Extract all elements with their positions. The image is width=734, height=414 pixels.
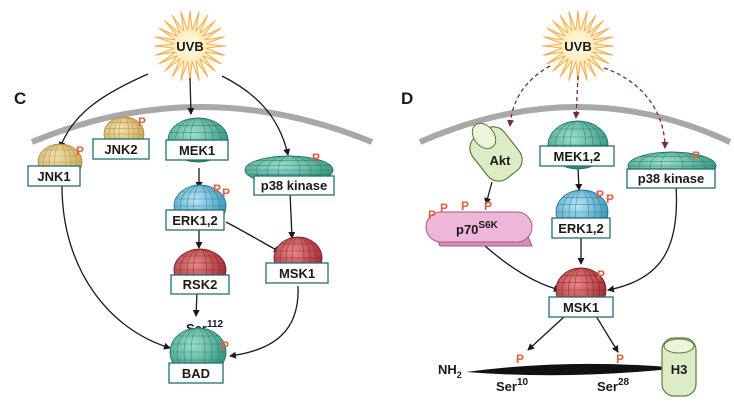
phospho-badge: P [222, 186, 230, 200]
phospho-badge: P [484, 199, 492, 213]
h3-label: H3 [671, 362, 688, 377]
uvb-label-right: UVB [564, 39, 591, 54]
p38-kinase-box [253, 175, 335, 196]
histone-tail [466, 363, 680, 376]
phospho-badge: P [213, 182, 221, 196]
phospho-badge: P [692, 149, 700, 163]
ser28-label: Ser28 [597, 377, 630, 394]
panel-label-d: D [401, 89, 413, 108]
phospho-badge: P [606, 192, 614, 206]
arrow-uvb-mek12 [572, 75, 580, 119]
phospho-badge: P [428, 208, 436, 222]
cell-membrane-left [30, 104, 374, 145]
mek12-label: MEK1,2 [554, 149, 601, 164]
erk12-box [165, 209, 225, 231]
arrow-uvb-mek1 [187, 77, 195, 115]
p70s6k-label: p70S6K [456, 220, 499, 237]
erk12-label: ERK1,2 [172, 213, 218, 228]
erk12-box-right [551, 217, 611, 239]
msk1-label-right: MSK1 [563, 300, 599, 315]
jnk2-box [92, 138, 150, 160]
mek1-label: MEK1 [179, 143, 215, 158]
phospho-badge: P [461, 199, 469, 213]
jnk2-label: JNK2 [104, 142, 137, 157]
nh2-label: NH2 [438, 362, 462, 380]
arrow-erk-msk1 [225, 221, 281, 253]
arrow-uvb-p38 [221, 75, 291, 156]
arrow-jnk1-bad [61, 185, 171, 350]
panel-label-c: C [14, 89, 26, 108]
phospho-badge: P [221, 339, 229, 353]
jnk1-label: JNK1 [37, 169, 70, 184]
msk1-box [265, 262, 329, 284]
phospho-badge: P [596, 188, 604, 202]
ser10-label: Ser10 [496, 377, 529, 394]
jnk1-box [27, 165, 81, 187]
phospho-badge: P [138, 115, 146, 129]
akt-protein-icon [469, 122, 523, 182]
arrow-msk1-ser28 [595, 315, 619, 353]
msk1-label: MSK1 [279, 266, 315, 281]
arrow-p70-msk1 [484, 245, 561, 292]
p38-kinase-box-right [626, 168, 716, 189]
bad-box [168, 362, 224, 384]
uvb-sun-icon-right [541, 9, 615, 83]
phospho-badge: P [312, 151, 320, 165]
arrow-uvb-jnk1 [58, 73, 149, 149]
arrow-mek12-erk [575, 167, 583, 191]
akt-label: Akt [490, 153, 512, 168]
rsk2-box [170, 274, 230, 295]
phospho-badge: P [616, 352, 624, 366]
arrow-p38-msk1-right [607, 185, 678, 293]
arrow-rsk2-bad [192, 291, 200, 317]
bad-label: BAD [182, 366, 210, 381]
mek12-box [539, 145, 615, 167]
arrow-msk1-ser10 [527, 315, 566, 351]
p70s6k-protein-icon [425, 211, 533, 247]
p38-kinase-label: p38 kinase [261, 178, 328, 193]
uvb-sun-icon-left [153, 9, 227, 83]
arrow-uvb-akt [506, 65, 551, 127]
arrow-akt-p70 [484, 181, 493, 205]
p38-kinase-label-right: p38 kinase [638, 171, 705, 186]
h3-histone-icon [661, 337, 697, 397]
mek1-box [165, 139, 229, 161]
phospho-badge: P [597, 268, 605, 282]
msk1-box-right [548, 296, 614, 318]
erk12-label-right: ERK1,2 [558, 221, 604, 236]
cell-membrane-right [418, 104, 732, 145]
phospho-badge: P [440, 201, 448, 215]
phospho-badge: P [76, 144, 84, 158]
phospho-badge: P [516, 352, 524, 366]
uvb-label-left: UVB [176, 39, 203, 54]
arrow-msk1-bad [229, 285, 299, 359]
arrow-p38-msk1 [288, 191, 296, 239]
rsk2-label: RSK2 [183, 277, 218, 292]
